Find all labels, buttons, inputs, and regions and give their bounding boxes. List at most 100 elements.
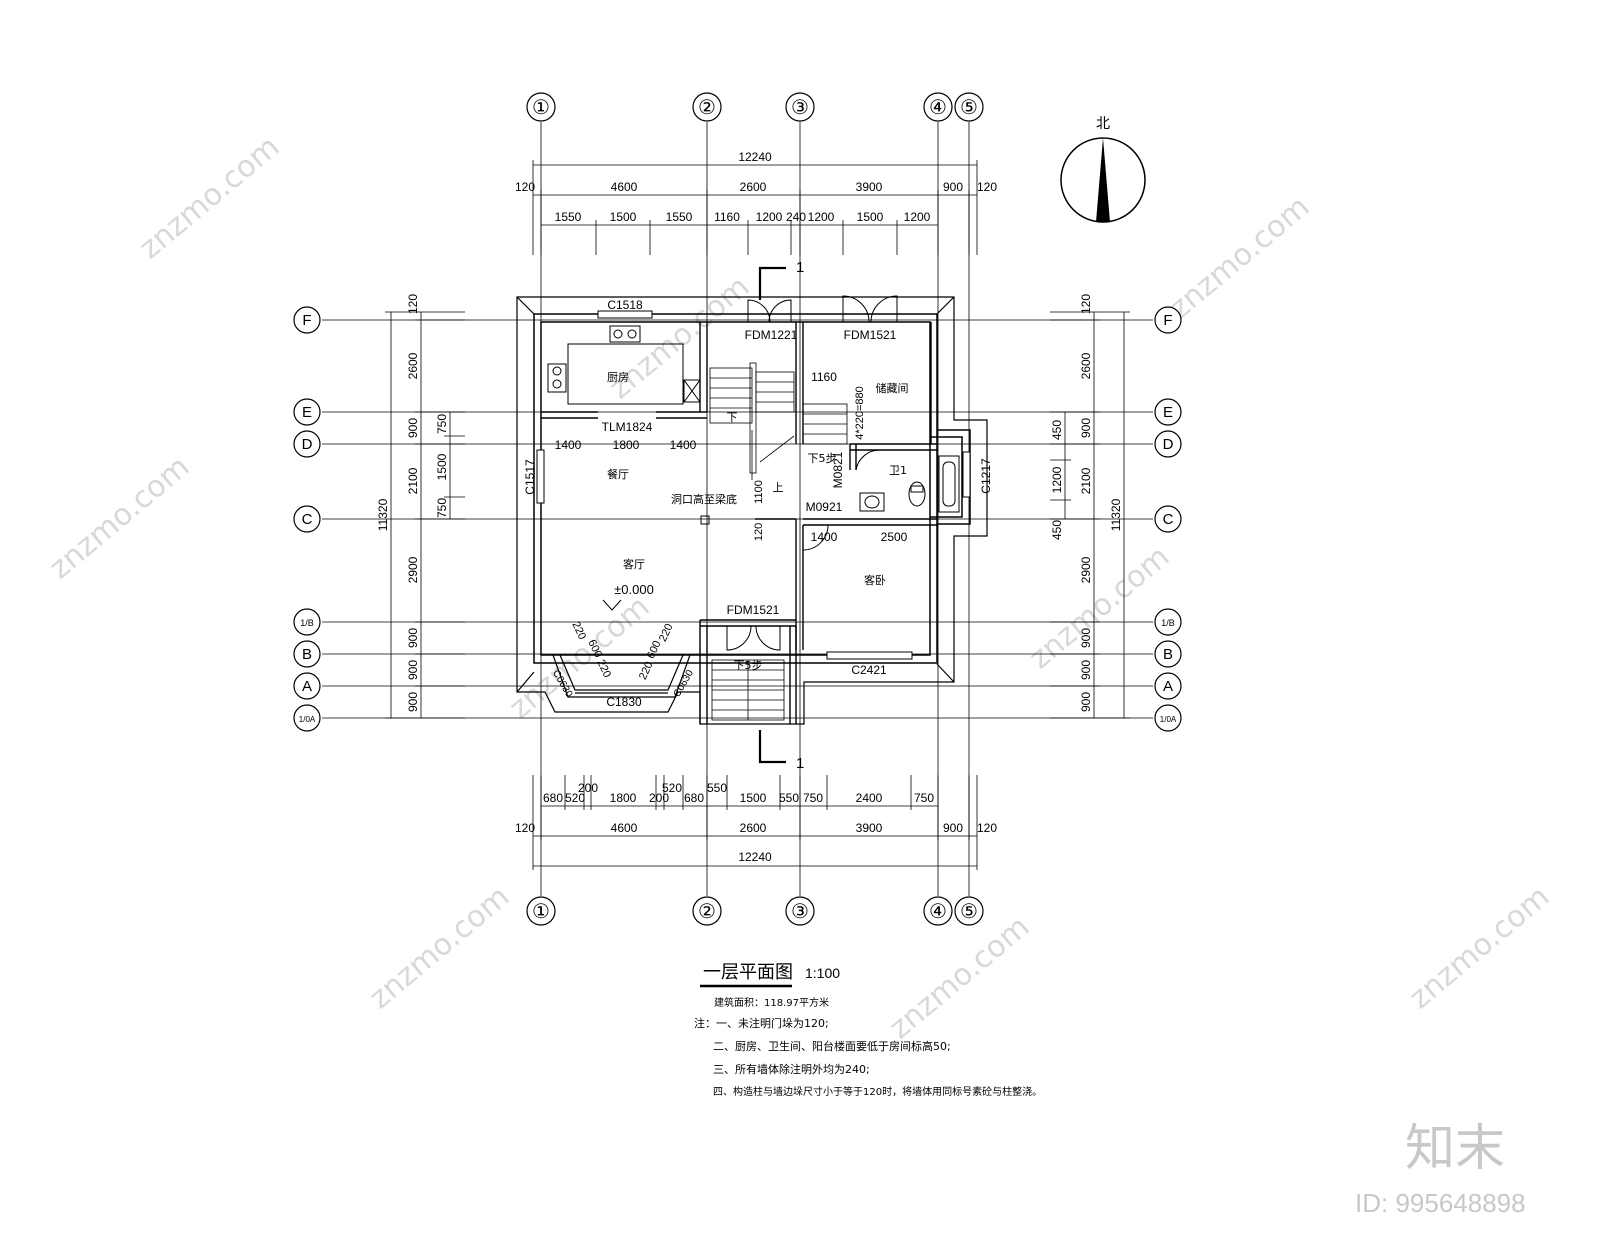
axis-col-5: ⑤ xyxy=(960,97,978,119)
watermark-text: znzmo.com xyxy=(43,449,197,586)
section-marker-labels: 1 1 xyxy=(796,259,804,772)
axis-col-2: ② xyxy=(698,97,716,119)
dim: 900 xyxy=(406,418,420,438)
brand-watermark: 知末 xyxy=(1405,1119,1505,1177)
dim: 750 xyxy=(914,791,934,805)
row-axis-labels: F E D C 1/B B A 1/0A F E D C 1/B B A 1/0… xyxy=(299,312,1177,724)
dim: 750 xyxy=(435,414,449,434)
down-5-steps: 下5步 xyxy=(734,659,763,672)
dim: 1200 xyxy=(756,210,783,224)
bottom-dimension-lines xyxy=(532,775,978,870)
dim: 1500 xyxy=(435,453,449,480)
dim: 2600 xyxy=(406,352,420,379)
dim: 2900 xyxy=(1079,556,1093,583)
dim: 550 xyxy=(779,791,799,805)
dim: 1500 xyxy=(740,791,767,805)
axis-row-10A: 1/0A xyxy=(1160,715,1177,724)
window-c1517: C1517 xyxy=(523,459,537,495)
note-4: 四、构造柱与墙边垛尺寸小于等于120时，将墙体用同标号素砼与柱整浇。 xyxy=(713,1085,1042,1098)
dim: 4600 xyxy=(611,180,638,194)
door-m0821: M0821 xyxy=(831,451,845,488)
watermark-text: znzmo.com xyxy=(883,909,1037,1046)
right-dimension-text: 120 2600 900 2100 2900 900 900 900 450 1… xyxy=(1050,294,1123,712)
room-guest: 客卧 xyxy=(864,573,886,587)
axis-row-1B: 1/B xyxy=(1161,618,1175,628)
dim: 220 xyxy=(594,658,613,680)
dim: 200 xyxy=(649,791,669,805)
dim: 120 xyxy=(977,180,997,194)
axis-row-E: E xyxy=(302,404,312,421)
dim: 900 xyxy=(406,628,420,648)
id-watermark: ID: 995648898 xyxy=(1355,1188,1526,1218)
dim: 900 xyxy=(406,692,420,712)
dim: 1160 xyxy=(811,370,837,384)
axis-col-3: ③ xyxy=(791,901,809,923)
room-kitchen: 厨房 xyxy=(607,371,629,384)
watermark-layer: znzmo.com znzmo.com znzmo.com znzmo.com … xyxy=(43,129,1557,1218)
axis-row-10A: 1/0A xyxy=(299,715,316,724)
section-label: 1 xyxy=(796,259,804,276)
north-label: 北 xyxy=(1096,116,1110,132)
axis-col-1: ① xyxy=(532,901,550,923)
building-area: 建筑面积：118.97平方米 xyxy=(714,996,829,1009)
window-c1217: C1217 xyxy=(979,458,993,494)
dim: 900 xyxy=(1079,660,1093,680)
watermark-text: znzmo.com xyxy=(1163,189,1317,326)
dim-overall-bottom: 12240 xyxy=(738,850,772,864)
dim: 450 xyxy=(1050,420,1064,440)
stairs xyxy=(709,362,848,721)
dim: 4*220=880 xyxy=(854,386,866,440)
bay-window xyxy=(552,654,691,698)
dim: 120 xyxy=(515,821,535,835)
left-dimension-text: 120 2600 900 2100 2900 900 900 900 750 1… xyxy=(376,294,449,712)
doors xyxy=(726,295,898,651)
down-5-steps: 下5步 xyxy=(808,452,837,465)
axis-row-F: F xyxy=(302,312,311,329)
axis-row-B: B xyxy=(302,646,312,663)
room-storage: 储藏间 xyxy=(876,381,909,395)
dim: 2900 xyxy=(406,556,420,583)
dim: 1100 xyxy=(753,480,765,504)
interior-walls xyxy=(541,322,937,724)
column-axis-bottom-labels: ① ② ③ ④ ⑤ xyxy=(532,901,978,923)
dim: 1200 xyxy=(1050,466,1064,493)
dim: 2600 xyxy=(740,821,767,835)
windows xyxy=(536,310,971,660)
watermark-text: znzmo.com xyxy=(133,129,287,266)
dim: 900 xyxy=(1079,418,1093,438)
stair-up: 上 xyxy=(773,481,784,494)
room-bath: 卫1 xyxy=(889,464,907,477)
dim: 200 xyxy=(578,781,598,795)
right-dimension-lines xyxy=(1050,311,1130,719)
dim: 1500 xyxy=(857,210,884,224)
dim: 2600 xyxy=(740,180,767,194)
dim: 3900 xyxy=(856,821,883,835)
drawing-title: 一层平面图 xyxy=(703,962,793,983)
dim: 550 xyxy=(707,781,727,795)
axis-col-5: ⑤ xyxy=(960,901,978,923)
top-dimension-lines xyxy=(532,160,978,255)
section-label: 1 xyxy=(796,755,804,772)
watermark-text: znzmo.com xyxy=(603,269,757,406)
room-dining: 餐厅 xyxy=(607,467,629,481)
note-3: 三、所有墙体除注明外均为240; xyxy=(713,1062,870,1076)
dim: 1400 xyxy=(811,530,838,544)
dim: 1200 xyxy=(808,210,835,224)
dim: 680 xyxy=(543,791,563,805)
axis-row-D: D xyxy=(302,436,313,453)
dim: 1160 xyxy=(714,210,740,224)
dim: 2400 xyxy=(856,791,883,805)
dim: 900 xyxy=(406,660,420,680)
dim-overall-left: 11320 xyxy=(376,498,390,531)
column-axis-bottom xyxy=(526,896,984,926)
axis-row-C: C xyxy=(1163,511,1174,528)
dim: 2100 xyxy=(1079,467,1093,494)
dim: 900 xyxy=(1079,692,1093,712)
axis-col-4: ④ xyxy=(929,901,947,923)
dim: 600 xyxy=(645,639,664,661)
dim-overall-right: 11320 xyxy=(1109,498,1123,531)
axis-row-E: E xyxy=(1163,404,1173,421)
note-1: 注：一、未注明门垛为120; xyxy=(694,1016,829,1030)
dim: 240 xyxy=(786,210,806,224)
